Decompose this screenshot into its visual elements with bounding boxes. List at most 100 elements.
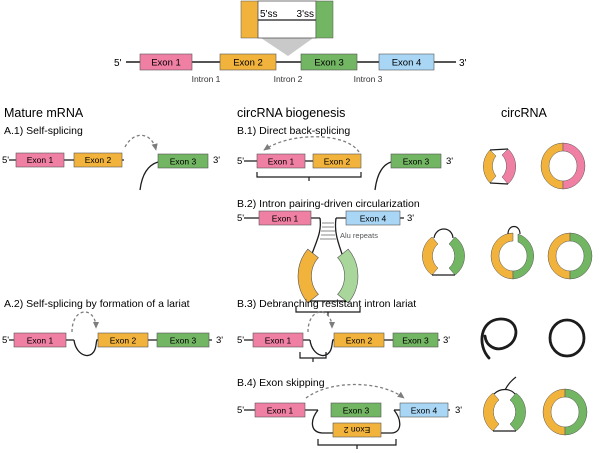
b4-3prime: 3' bbox=[455, 405, 462, 416]
a2-3prime: 3' bbox=[216, 335, 223, 346]
b1-exon2-label: Exon 2 bbox=[324, 157, 351, 167]
b3-bracket bbox=[299, 352, 327, 362]
b4-exon3 bbox=[330, 402, 382, 418]
a2-exon2-label: Exon 2 bbox=[110, 336, 137, 346]
circ-b3-lariat bbox=[480, 317, 518, 360]
circ-b1a-arc-yellow bbox=[483, 149, 497, 184]
header-circrna-biogenesis: circRNA biogenesis bbox=[237, 106, 345, 120]
panel-b2: B.2) Intron pairing-driven circularizati… bbox=[237, 198, 420, 316]
b1-5prime: 5' bbox=[237, 156, 244, 167]
b3-exon3-label: Exon 3 bbox=[402, 336, 429, 346]
circ-b2b-half-yellow bbox=[490, 232, 514, 280]
circ-b2b-arc-green bbox=[512, 233, 534, 280]
b4-exon4-label: Exon 4 bbox=[411, 406, 438, 416]
panel-b3: B.3) Debranching resistant intron lariat… bbox=[237, 298, 450, 362]
b2-title: B.2) Intron pairing-driven circularizati… bbox=[237, 198, 420, 210]
b3-exon1 bbox=[252, 332, 304, 348]
panel-b1: B.1) Direct back-splicing 5' Exon 1 Exon… bbox=[237, 125, 453, 191]
gene-exon1 bbox=[139, 53, 193, 71]
b2-exon1 bbox=[258, 210, 312, 226]
b2-exon4-label: Exon 4 bbox=[360, 214, 387, 224]
a1-5prime: 5' bbox=[2, 155, 9, 166]
a2-splice-arrow bbox=[71, 311, 100, 333]
a2-exon1 bbox=[13, 332, 67, 348]
b1-exon1 bbox=[256, 153, 306, 169]
b3-title: B.3) Debranching resistant intron lariat bbox=[237, 298, 416, 310]
circ-b4a-arc-green bbox=[509, 392, 526, 432]
b4-skip-arrow bbox=[305, 383, 405, 399]
b1-intron-tail bbox=[374, 161, 392, 191]
b1-bracket bbox=[256, 172, 362, 181]
a1-intron-tail bbox=[139, 161, 159, 191]
a2-title: A.2) Self-splicing by formation of a lar… bbox=[4, 298, 190, 310]
a1-3prime: 3' bbox=[213, 155, 220, 166]
gene-exon2 bbox=[219, 53, 277, 71]
circ-b2a-arc-yellow bbox=[422, 236, 439, 276]
panel-a2: A.2) Self-splicing by formation of a lar… bbox=[2, 298, 223, 357]
b4-bracket bbox=[317, 439, 397, 449]
b3-exon2-label: Exon 2 bbox=[346, 336, 373, 346]
circrna-products bbox=[422, 142, 593, 436]
circ-b4b-half-yellow bbox=[542, 388, 566, 436]
b1-backsplice-arrow bbox=[263, 136, 360, 153]
gene-exon1-label: Exon 1 bbox=[151, 58, 181, 69]
b4-5prime: 5' bbox=[237, 405, 244, 416]
b2-exon1-label: Exon 1 bbox=[272, 214, 299, 224]
circ-b2a-intron-loop bbox=[433, 228, 454, 239]
b4-exon3-label: Exon 3 bbox=[343, 406, 370, 416]
gene-structure: 5' 3' Exon 1 Exon 2 Exon 3 Exon 4 Intron… bbox=[114, 53, 467, 84]
panel-a1: A.1) Self-splicing 5' Exon 1 Exon 2 Exon… bbox=[2, 125, 220, 191]
b2-intron-right bbox=[334, 217, 343, 255]
b2-ring-exon2 bbox=[297, 248, 319, 304]
circ-b2c-half-yellow bbox=[547, 232, 571, 280]
gene-intron3-label: Intron 3 bbox=[354, 74, 383, 84]
circ-b2c-half-green bbox=[569, 232, 593, 280]
b1-title: B.1) Direct back-splicing bbox=[237, 125, 350, 137]
ss5-label: 5'ss bbox=[260, 9, 277, 20]
b1-exon3-label: Exon 3 bbox=[403, 157, 430, 167]
circ-b4a-intron-tail bbox=[493, 376, 517, 395]
circ-b1b-half-yellow bbox=[540, 142, 564, 190]
gene-exon4 bbox=[378, 53, 435, 71]
b4-exon2-label: Exon 2 bbox=[343, 425, 370, 435]
circ-b2b-intron-loop bbox=[507, 225, 521, 235]
zoom-exon2-block bbox=[240, 0, 259, 39]
b1-exon1-label: Exon 1 bbox=[268, 157, 295, 167]
circ-b2a-arc-green bbox=[448, 236, 465, 276]
ss3-label: 3'ss bbox=[297, 9, 314, 20]
alu-repeat-pairing bbox=[320, 222, 336, 240]
a1-splice-arrow bbox=[124, 134, 158, 151]
gene-exon2-label: Exon 2 bbox=[233, 58, 263, 69]
a1-exon2 bbox=[73, 152, 123, 168]
b3-exon1-label: Exon 1 bbox=[265, 336, 292, 346]
a2-exon1-label: Exon 1 bbox=[27, 336, 54, 346]
a1-exon1 bbox=[15, 152, 65, 168]
a1-exon2-label: Exon 2 bbox=[85, 155, 112, 165]
gene-intron1-label: Intron 1 bbox=[192, 74, 221, 84]
a1-exon3 bbox=[157, 153, 209, 169]
a1-title: A.1) Self-splicing bbox=[4, 125, 83, 137]
b3-splice-arrow bbox=[307, 311, 336, 333]
a2-exon3 bbox=[156, 332, 210, 348]
gene-exon3 bbox=[300, 53, 358, 71]
header-mature-mrna: Mature mRNA bbox=[4, 106, 84, 120]
b4-exon2-flipped bbox=[332, 422, 382, 438]
b2-ring-exon3 bbox=[337, 248, 359, 304]
zoom-inset: 5'ss 3'ss bbox=[240, 0, 334, 56]
zoom-triangle bbox=[258, 36, 316, 56]
b1-exon3 bbox=[390, 153, 442, 169]
circ-b4b-half-green bbox=[564, 388, 588, 436]
a2-lariat bbox=[73, 339, 99, 357]
gene-exon4-label: Exon 4 bbox=[392, 58, 422, 69]
b4-exon1 bbox=[254, 402, 306, 418]
b2-exon4 bbox=[345, 210, 401, 226]
gene-5prime: 5' bbox=[114, 58, 122, 69]
a2-exon3-label: Exon 3 bbox=[170, 336, 197, 346]
gene-exon3-label: Exon 3 bbox=[314, 58, 344, 69]
b4-exon1-label: Exon 1 bbox=[267, 406, 294, 416]
panel-b4: B.4) Exon skipping 5' Exon 1 Exon 3 Exon… bbox=[237, 377, 462, 449]
a2-5prime: 5' bbox=[2, 335, 9, 346]
b3-3prime: 3' bbox=[443, 335, 450, 346]
